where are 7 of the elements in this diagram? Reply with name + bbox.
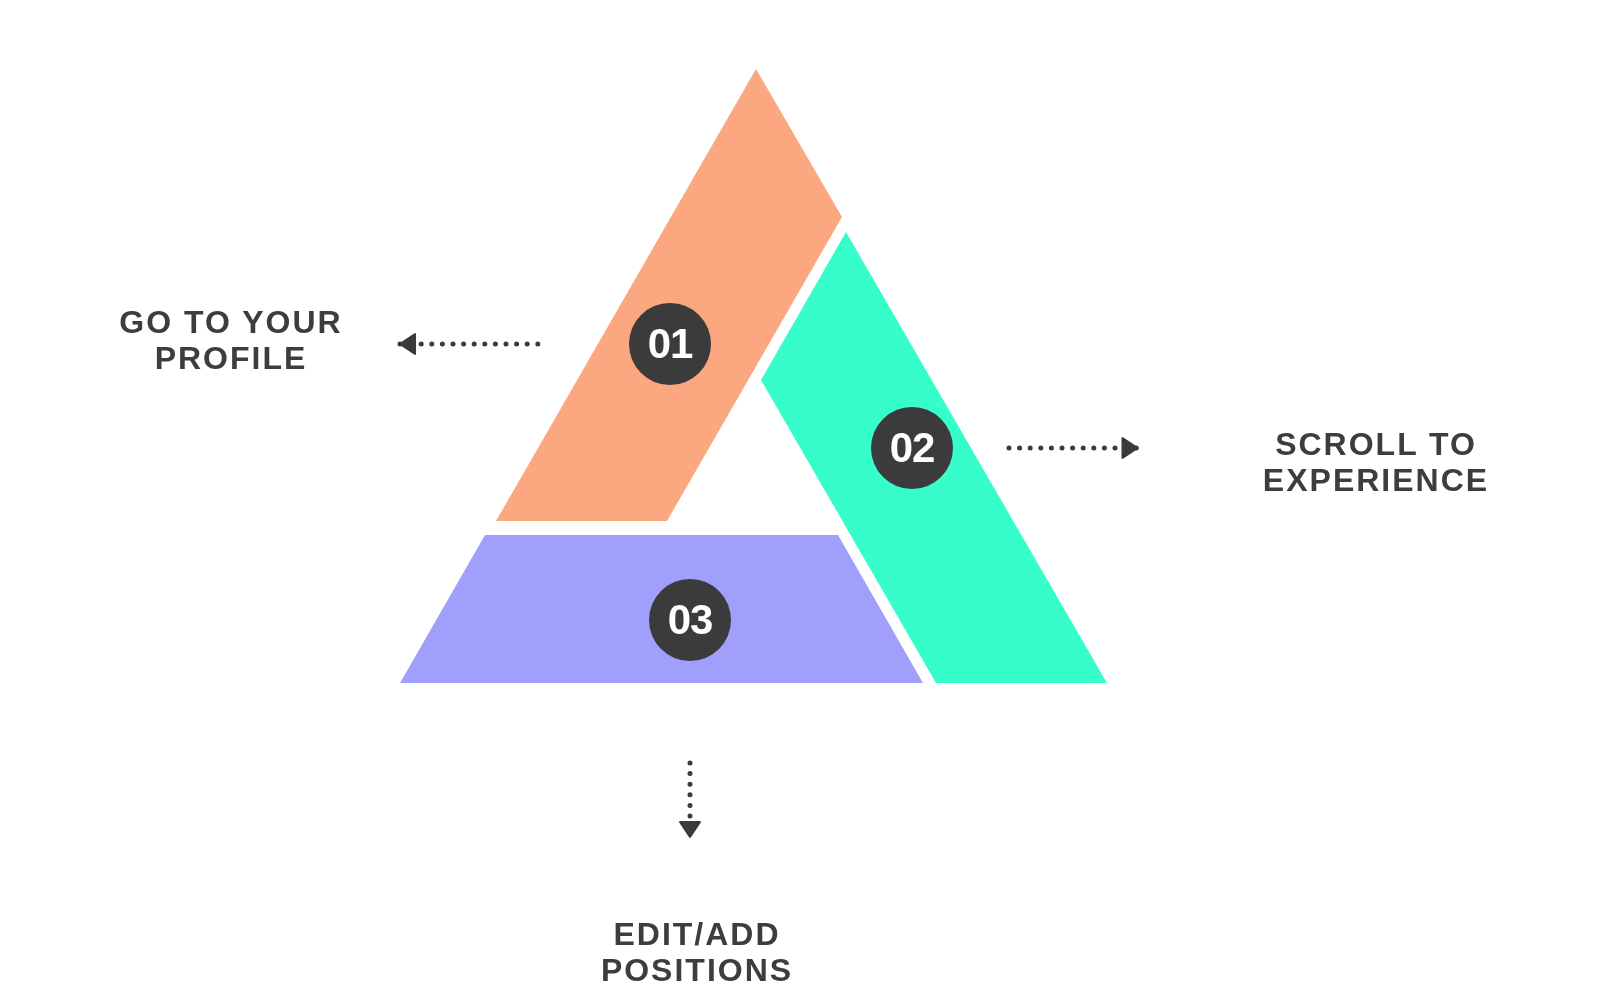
dotted-arrow: [397, 333, 541, 355]
dotted-arrow: [679, 760, 701, 840]
step-label: GO TO YOUR PROFILE: [118, 304, 344, 376]
triangle-segment: [400, 535, 923, 683]
step-label: SCROLL TO EXPERIENCE: [1261, 426, 1491, 498]
dotted-arrow: [1006, 437, 1140, 459]
step-label: EDIT/ADD POSITIONS: [599, 916, 795, 988]
